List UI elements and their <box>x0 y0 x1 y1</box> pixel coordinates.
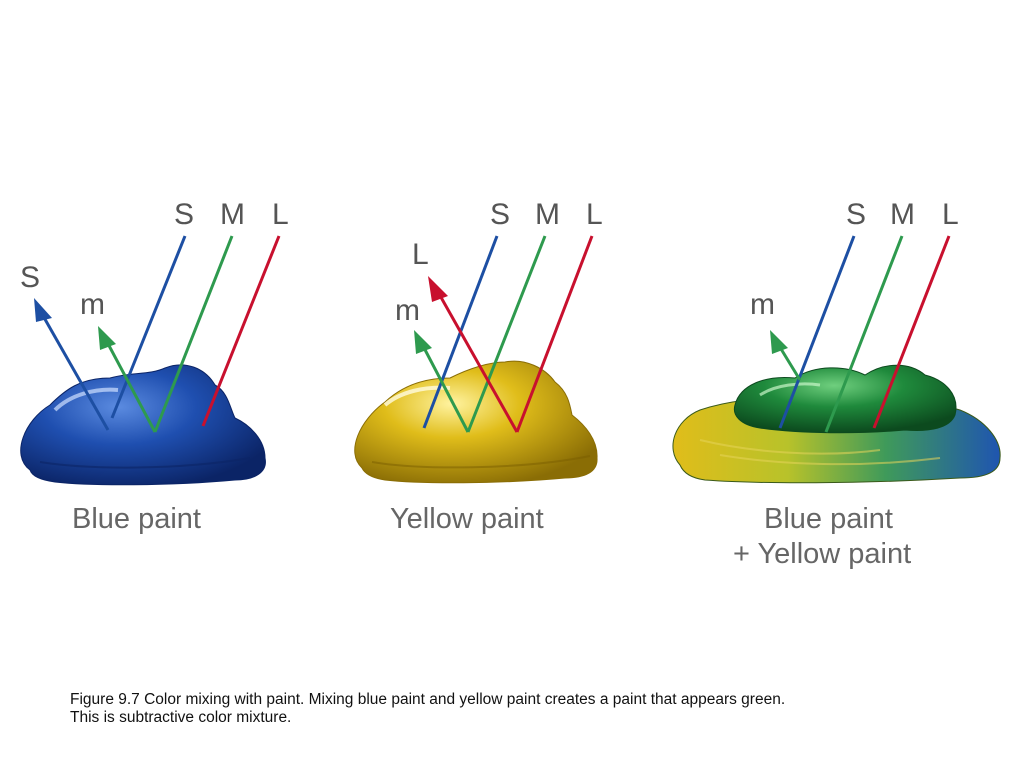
m-arrowhead <box>98 326 116 350</box>
ray-label-m: M <box>535 198 560 231</box>
l-incident-ray <box>872 235 951 429</box>
reflected-label-m: m <box>395 294 420 327</box>
reflected-label-s: S <box>20 261 40 294</box>
m-reflected-ray <box>420 343 470 433</box>
mixed-paint-highlight <box>759 382 821 397</box>
l-arrowhead <box>428 276 448 302</box>
m-arrowhead <box>770 330 788 354</box>
ray-label-l: L <box>272 198 289 231</box>
s-reflected-ray <box>40 313 110 431</box>
m-reflected-ray <box>104 339 157 433</box>
m-arrowhead <box>414 330 432 354</box>
l-incident-ray <box>201 235 281 427</box>
reflected-label-l: L <box>412 238 429 271</box>
caption-line-2: This is subtractive color mixture. <box>70 709 292 726</box>
ray-label-s: S <box>846 198 866 231</box>
ray-label-m: M <box>890 198 915 231</box>
caption-line-1: Figure 9.7 Color mixing with paint. Mixi… <box>70 691 786 708</box>
l-incident-ray <box>515 235 594 433</box>
panel-label-yellow: Yellow paint <box>390 503 544 535</box>
l-reflected-ray <box>436 291 519 433</box>
yellow-paint-highlight <box>383 385 451 407</box>
ray-label-s: S <box>490 198 510 231</box>
panel-label-mixed-line2: + Yellow paint <box>733 538 911 570</box>
mixed-paint-top <box>733 364 957 434</box>
s-arrowhead <box>34 298 52 322</box>
ray-label-m: M <box>220 198 245 231</box>
figure-caption: Figure 9.7 Color mixing with paint. Mixi… <box>70 691 970 727</box>
m-incident-ray <box>153 235 234 433</box>
blue-paint-highlight <box>53 387 119 412</box>
panel-yellow-paint: S M L L m Yellow paint <box>354 198 603 535</box>
reflected-label-m: m <box>80 288 105 321</box>
ray-label-l: L <box>942 198 959 231</box>
ray-label-l: L <box>586 198 603 231</box>
s-incident-ray <box>110 235 187 419</box>
panel-mixed-paint: S M L m Blue paint + Yellow paint <box>672 198 1001 570</box>
panel-label-mixed-line1: Blue paint <box>764 503 893 535</box>
panel-blue-paint: S M L S m Blue paint <box>20 198 289 535</box>
m-incident-ray <box>466 235 547 433</box>
panel-label-blue: Blue paint <box>72 503 201 535</box>
ray-label-s: S <box>174 198 194 231</box>
reflected-label-m: m <box>750 288 775 321</box>
m-incident-ray <box>824 235 904 433</box>
s-incident-ray <box>778 235 856 429</box>
